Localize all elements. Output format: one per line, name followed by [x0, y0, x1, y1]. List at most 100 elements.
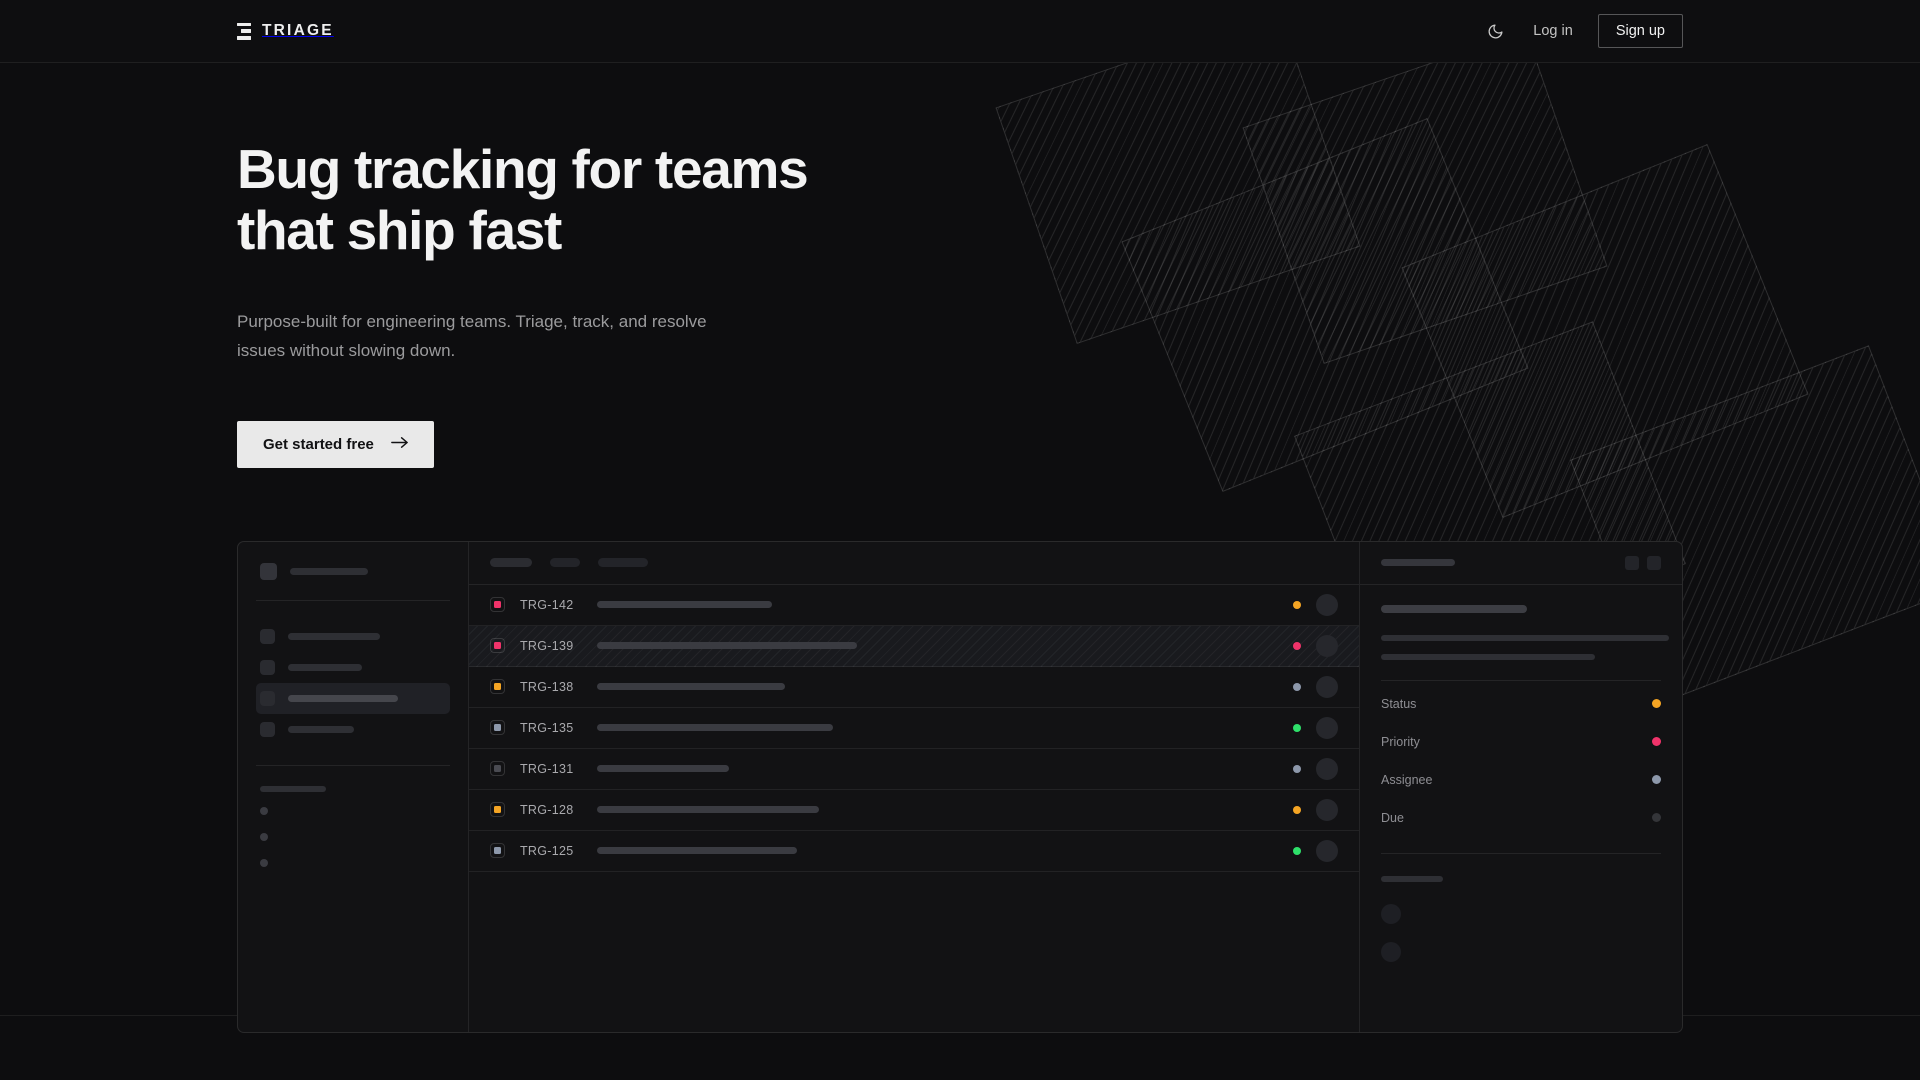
brand-logo[interactable]: TRIAGE [237, 22, 334, 40]
login-link[interactable]: Log in [1533, 23, 1573, 39]
issue-title-placeholder [597, 683, 785, 691]
detail-meta-label: Priority [1381, 734, 1420, 749]
status-badge [1293, 723, 1301, 732]
table-row[interactable]: TRG-131 [469, 749, 1359, 790]
hero-subheading: Purpose-built for engineering teams. Tri… [237, 312, 707, 361]
sidebar-item-label-placeholder [288, 663, 362, 671]
bullet-icon [260, 832, 268, 841]
issue-id: TRG-125 [520, 843, 574, 858]
issue-title-placeholder [597, 642, 857, 650]
issue-id: TRG-139 [520, 638, 574, 653]
sidebar-item-icon [260, 721, 275, 737]
priority-icon [490, 679, 505, 695]
issue-description-line [1381, 653, 1595, 660]
avatar [1316, 593, 1338, 616]
table-row[interactable]: TRG-142 [469, 585, 1359, 626]
status-badge [1293, 764, 1301, 773]
hero-heading-line-1: Bug tracking for teams [237, 138, 809, 200]
table-row[interactable]: TRG-139 [469, 625, 1359, 667]
issue-title-placeholder [1381, 604, 1527, 613]
table-row[interactable]: TRG-135 [469, 708, 1359, 749]
get-started-button[interactable]: Get started free [237, 420, 434, 468]
top-navigation-bar: TRIAGE Log in Sign up [0, 0, 1920, 63]
detail-panel-header [1360, 542, 1682, 585]
moon-icon[interactable] [1482, 18, 1508, 44]
status-badge [1293, 600, 1301, 609]
detail-title-placeholder [1381, 559, 1455, 567]
filter-pill[interactable] [490, 558, 532, 568]
detail-divider [1381, 679, 1661, 681]
sidebar-item-label-placeholder [288, 632, 380, 640]
detail-meta-label: Status [1381, 696, 1417, 711]
nav-actions: Log in Sign up [1482, 14, 1683, 48]
table-row[interactable]: TRG-128 [469, 790, 1359, 831]
sidebar-sub-item[interactable] [256, 798, 450, 824]
issue-id: TRG-135 [520, 720, 574, 735]
detail-meta-value-dot [1652, 813, 1661, 823]
sidebar-item-icon [260, 659, 275, 675]
sidebar-item[interactable] [256, 621, 450, 652]
mockup-workspace-switcher[interactable] [256, 561, 450, 580]
status-badge [1293, 682, 1301, 691]
brand-name: TRIAGE [262, 22, 334, 39]
detail-meta-value-dot [1652, 775, 1661, 785]
priority-icon [490, 843, 505, 859]
signup-button[interactable]: Sign up [1597, 14, 1683, 48]
table-row[interactable]: TRG-125 [469, 831, 1359, 872]
detail-action-button[interactable] [1625, 555, 1639, 570]
sidebar-sub-item[interactable] [256, 824, 450, 850]
hero-heading-line-2: that ship fast [237, 199, 562, 262]
priority-icon [490, 802, 505, 818]
detail-meta-row[interactable]: Assignee [1381, 761, 1661, 799]
hero-section: Bug tracking for teams that ship fast Pu… [0, 138, 1920, 468]
issue-title-placeholder [597, 847, 797, 855]
table-row[interactable]: TRG-138 [469, 667, 1359, 708]
detail-meta-row[interactable]: Priority [1381, 723, 1661, 761]
sidebar-item-label-placeholder [288, 694, 398, 702]
arrow-right-icon [391, 436, 408, 453]
priority-icon [490, 597, 505, 613]
detail-action-button[interactable] [1647, 555, 1661, 570]
sidebar-divider [256, 599, 450, 601]
filter-pill[interactable] [550, 558, 580, 568]
issue-title-placeholder [597, 724, 833, 732]
detail-meta-label: Assignee [1381, 772, 1433, 787]
sidebar-divider [256, 764, 450, 766]
bullet-icon [260, 806, 268, 815]
priority-icon [490, 638, 505, 654]
sidebar-section-label-placeholder [260, 785, 326, 792]
avatar [1316, 716, 1338, 739]
avatar [1316, 675, 1338, 698]
status-badge [1293, 641, 1301, 650]
sidebar-item-active[interactable] [256, 682, 450, 714]
issue-title-placeholder [597, 806, 819, 814]
detail-meta-row[interactable]: Due [1381, 799, 1661, 837]
sidebar-item-icon [260, 690, 275, 706]
sidebar-item[interactable] [256, 652, 450, 683]
priority-icon [490, 761, 505, 777]
status-badge [1293, 805, 1301, 814]
avatar [1381, 903, 1401, 924]
stacked-bars-logo-icon [237, 22, 251, 40]
priority-icon [490, 720, 505, 736]
avatar [1316, 757, 1338, 780]
filter-pill[interactable] [598, 558, 648, 568]
avatar [1316, 839, 1338, 862]
workspace-name-placeholder [290, 567, 368, 575]
issue-description-line [1381, 634, 1669, 641]
sidebar-sub-item[interactable] [256, 850, 450, 876]
avatar [1316, 634, 1338, 657]
workspace-avatar [260, 562, 277, 580]
get-started-label: Get started free [263, 435, 374, 453]
sidebar-item[interactable] [256, 714, 450, 745]
detail-meta-row[interactable]: Status [1381, 685, 1661, 723]
detail-meta-value-dot [1652, 737, 1661, 747]
activity-section-label-placeholder [1381, 875, 1443, 882]
issue-title-placeholder [597, 765, 729, 773]
